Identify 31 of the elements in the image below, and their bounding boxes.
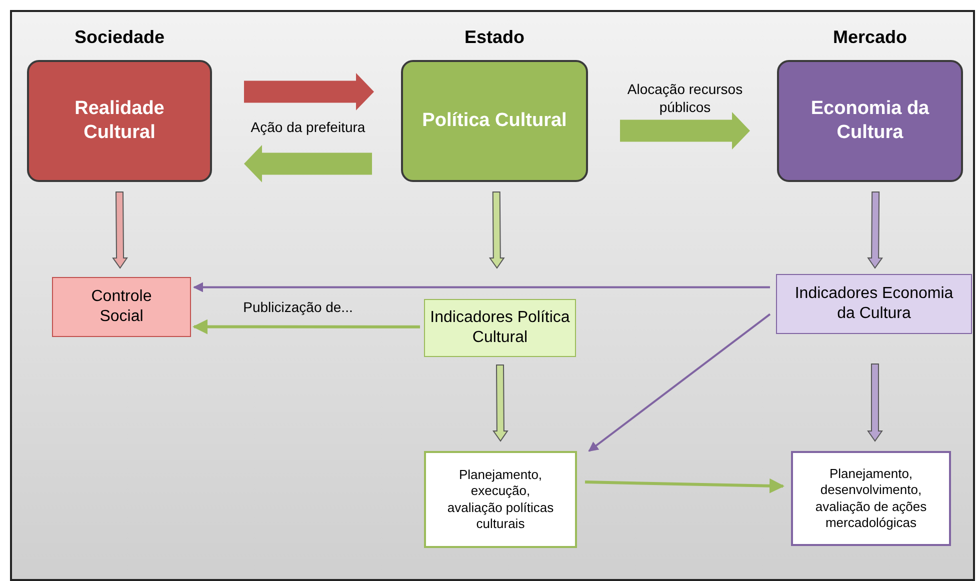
edge-label: Alocação recursos públicos xyxy=(626,80,744,116)
block-arrow xyxy=(867,191,884,269)
block-arrow xyxy=(492,364,508,442)
node-text: Planejamento, execução, avaliação políticas culturais xyxy=(446,467,555,532)
node-text: Planejamento, desenvolvimento, avaliação de ações mercadológicas xyxy=(814,466,928,531)
arrow xyxy=(584,478,784,494)
edge-label: Publicização de... xyxy=(242,298,354,316)
indicator-box xyxy=(776,274,972,334)
node-text: Indicadores Política Cultural xyxy=(429,308,571,348)
indicator-box xyxy=(52,277,191,337)
column-heading: Mercado xyxy=(832,26,908,48)
process-box xyxy=(791,451,951,546)
edge-label: Ação da prefeitura xyxy=(250,118,366,136)
node-text: Indicadores Economia da Cultura xyxy=(794,284,954,324)
node-text: Realidade Cultural xyxy=(74,97,166,145)
block-arrow xyxy=(244,73,374,110)
column-heading: Sociedade xyxy=(73,26,166,48)
block-arrow xyxy=(620,112,750,150)
arrow xyxy=(588,313,771,452)
node-text: Economia da Cultura xyxy=(810,97,930,145)
column-heading: Estado xyxy=(463,26,526,48)
node-text: Controle Social xyxy=(90,287,153,327)
process-box xyxy=(424,451,577,548)
arrow xyxy=(192,319,420,334)
block-arrow xyxy=(488,191,505,269)
block-arrow xyxy=(244,145,372,182)
node-text: Política Cultural xyxy=(422,109,567,133)
indicator-box xyxy=(424,299,576,357)
block-arrow xyxy=(112,191,128,269)
block-arrow xyxy=(867,364,883,442)
arrow xyxy=(193,282,770,292)
